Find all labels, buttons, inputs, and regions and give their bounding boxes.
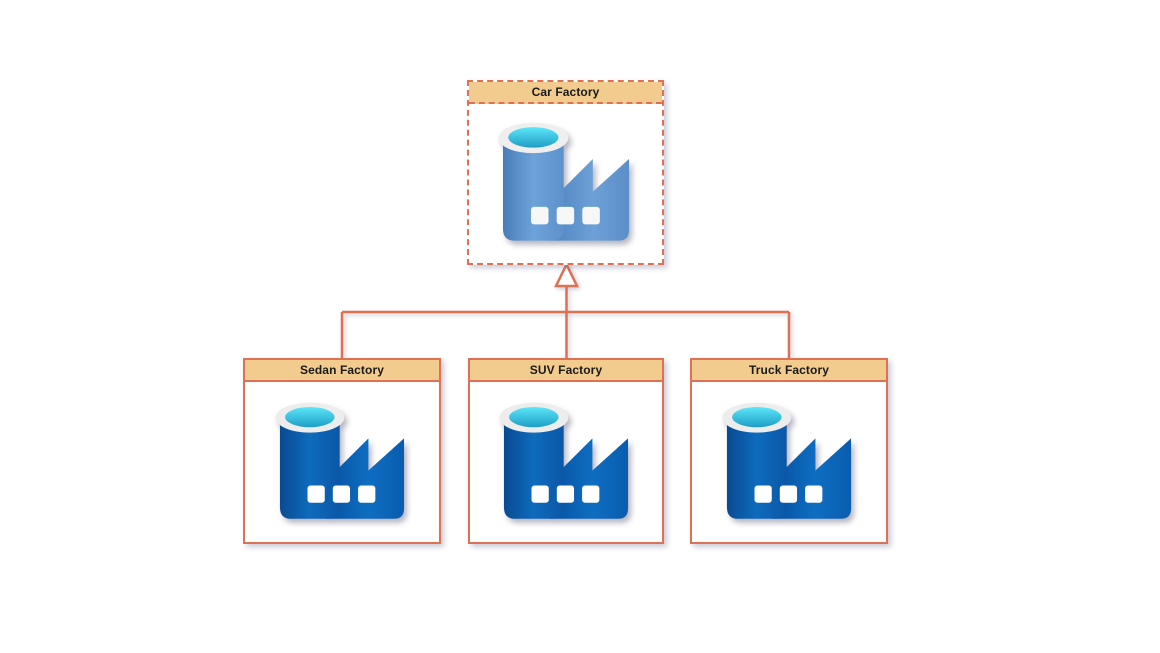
node-title: Sedan Factory	[245, 360, 439, 382]
factory-icon	[496, 117, 636, 250]
factory-icon	[497, 397, 635, 528]
node-suv-factory[interactable]: SUV Factory	[468, 358, 664, 544]
node-title: Car Factory	[469, 82, 662, 104]
node-truck-factory[interactable]: Truck Factory	[690, 358, 888, 544]
node-body	[469, 104, 662, 263]
node-sedan-factory[interactable]: Sedan Factory	[243, 358, 441, 544]
node-body	[470, 382, 662, 542]
factory-icon	[273, 397, 411, 528]
factory-icon	[720, 397, 858, 528]
node-car-factory[interactable]: Car Factory	[467, 80, 664, 265]
node-title: SUV Factory	[470, 360, 662, 382]
node-body	[692, 382, 886, 542]
node-body	[245, 382, 439, 542]
inheritance-arrow-icon	[553, 261, 580, 288]
node-title: Truck Factory	[692, 360, 886, 382]
